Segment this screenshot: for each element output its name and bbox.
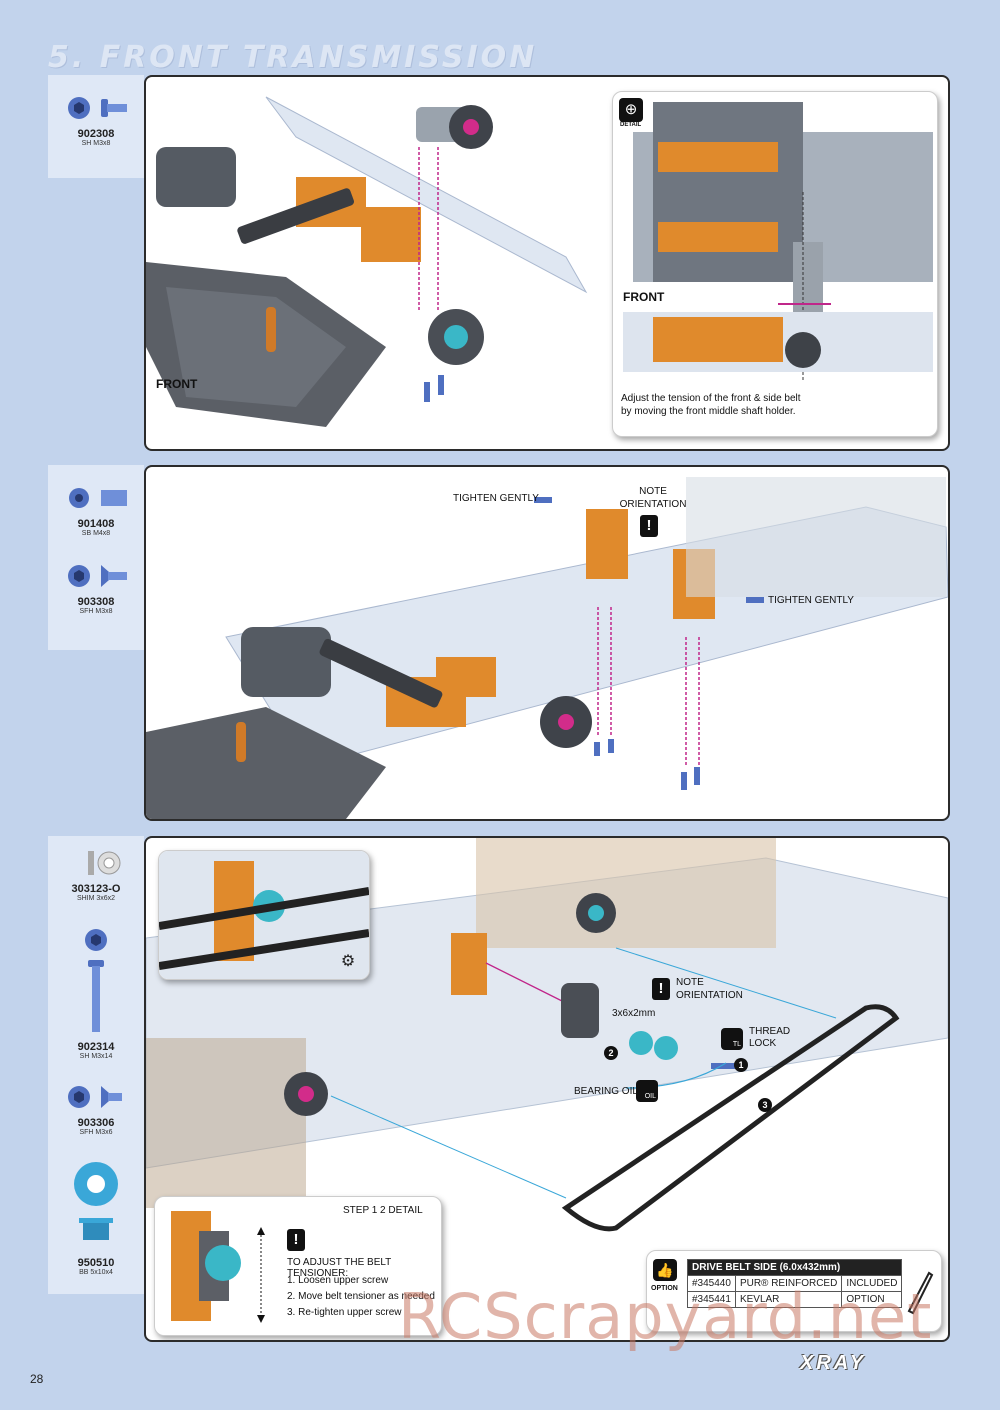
part-desc: SFH M3x8	[79, 608, 113, 615]
detail-front-label: FRONT	[623, 290, 665, 304]
table-cell: KEVLAR	[734, 1291, 843, 1308]
step-number-3: 3	[758, 1098, 772, 1112]
tighten-gently-label: TIGHTEN GENTLY	[768, 595, 854, 606]
part-903308: 903308 SFH M3x8	[48, 561, 144, 615]
part-desc: SH M3x8	[81, 140, 111, 147]
parts-bag-step3: 303123-O SHIM 3x6x2 902314 SH M3x14 9033…	[48, 836, 144, 1294]
long-screw-icon	[85, 929, 107, 1032]
table-cell: OPTION	[841, 1291, 903, 1308]
part-902314: 902314 SH M3x14	[48, 926, 144, 1060]
ball-bearing-icon	[74, 1162, 118, 1240]
step1-chassis-illustration	[146, 96, 588, 427]
detail-badge: DETAIL	[620, 122, 642, 128]
part-903306: 903306 SFH M3x6	[48, 1082, 144, 1136]
belt-detail-step-1: 1. Loosen upper screw	[287, 1275, 389, 1286]
flat-head-screw-icon	[68, 565, 127, 587]
page-number: 28	[30, 1372, 44, 1386]
step-number-2: 2	[604, 1046, 618, 1060]
note-orientation-label: NOTE ORIENTATION	[619, 486, 687, 510]
tensioner-detail-inset: ⚙	[158, 850, 370, 980]
belt-thumbnail-icon	[907, 1271, 934, 1315]
belt-detail-title: STEP 1 2 DETAIL	[343, 1205, 423, 1216]
tensioner-closeup-illustration	[171, 1211, 265, 1323]
step3-panel: ⚙ NOTE ORIENTATION ! 3x6x2mm THREAD LOCK…	[144, 836, 950, 1342]
part-desc: BB 5x10x4	[79, 1269, 113, 1276]
set-screw-icon	[69, 488, 127, 508]
tool-icon: ⚙	[340, 953, 356, 970]
part-901408: 901408 SB M4x8	[48, 483, 144, 537]
step2-panel: TIGHTEN GENTLY NOTE ORIENTATION ! TIGHTE…	[144, 465, 950, 821]
part-desc: SHIM 3x6x2	[76, 895, 116, 902]
part-303123-O: 303123-O SHIM 3x6x2	[48, 848, 144, 902]
part-number: 902308	[77, 128, 115, 140]
tensioner-illustration	[159, 851, 369, 979]
belt-detail-heading: TO ADJUST THE BELT TENSIONER:	[287, 1257, 392, 1279]
part-number: 903308	[77, 596, 115, 608]
warning-icon: !	[287, 1229, 305, 1251]
part-902308: 902308 SH M3x8	[48, 93, 144, 147]
tighten-gently-label: TIGHTEN GENTLY	[453, 493, 539, 504]
part-950510: 950510 BB 5x10x4	[48, 1162, 144, 1276]
parts-bag-step1: 902308 SH M3x8	[48, 75, 144, 178]
front-label: FRONT	[156, 377, 198, 391]
shim-icon	[88, 851, 121, 875]
warning-icon: !	[652, 978, 670, 1000]
belt-tensioner-detail: STEP 1 2 DETAIL ! TO ADJUST THE BELT TEN…	[154, 1196, 442, 1336]
option-badge: OPTION	[651, 1285, 678, 1292]
bearing-oil-icon: OIL	[636, 1080, 658, 1102]
part-desc: SFH M3x6	[79, 1129, 113, 1136]
screw-icon	[68, 97, 127, 119]
magnifier-icon: ⊕	[619, 98, 643, 122]
warning-icon: !	[640, 515, 658, 537]
option-table-box: 👍 OPTION DRIVE BELT SIDE (6.0x432mm) #34…	[646, 1250, 942, 1332]
belt-detail-step-3: 3. Re-tighten upper screw	[287, 1307, 402, 1318]
part-number: 902314	[77, 1041, 115, 1053]
note-orientation-label: NOTE ORIENTATION	[676, 977, 743, 1001]
step2-chassis-illustration	[146, 477, 948, 819]
flat-head-screw-icon	[68, 1086, 122, 1108]
detail-inset: ⊕ DETAIL FRONT Adjust the tension of the…	[612, 91, 938, 437]
step1-panel: FRONT ⊕ DETAIL FRONT Adjust the tension …	[144, 75, 950, 451]
option-table-header: DRIVE BELT SIDE (6.0x432mm)	[686, 1259, 903, 1276]
detail-note: Adjust the tension of the front & side b…	[621, 393, 801, 417]
thread-lock-label: THREAD LOCK	[749, 1026, 791, 1049]
part-number: 903306	[77, 1117, 115, 1129]
bearing-oil-label: BEARING OIL	[574, 1086, 638, 1097]
belt-detail-step-2: 2. Move belt tensioner as needed	[287, 1291, 435, 1302]
part-desc: SH M3x14	[79, 1053, 113, 1060]
part-number: 901408	[77, 518, 115, 530]
thumbs-up-icon: 👍	[653, 1259, 677, 1281]
step-number-1: 1	[734, 1058, 748, 1072]
watermark: RCScrapyard.net	[398, 1280, 933, 1353]
option-table: DRIVE BELT SIDE (6.0x432mm) #345440 PUR®…	[686, 1259, 903, 1308]
detail-illustration	[623, 102, 933, 382]
part-number: 303123-O	[71, 883, 121, 895]
part-desc: SB M4x8	[81, 530, 111, 537]
parts-bag-step2: 901408 SB M4x8 903308 SFH M3x8	[48, 465, 144, 650]
shim-size-label: 3x6x2mm	[612, 1008, 656, 1019]
thread-lock-icon: TL	[721, 1028, 743, 1050]
brand-logo: XRAY	[800, 1352, 867, 1374]
section-title: 5. FRONT TRANSMISSION	[48, 40, 538, 75]
part-number: 950510	[77, 1257, 115, 1269]
table-row: #345441 KEVLAR OPTION	[687, 1291, 903, 1308]
